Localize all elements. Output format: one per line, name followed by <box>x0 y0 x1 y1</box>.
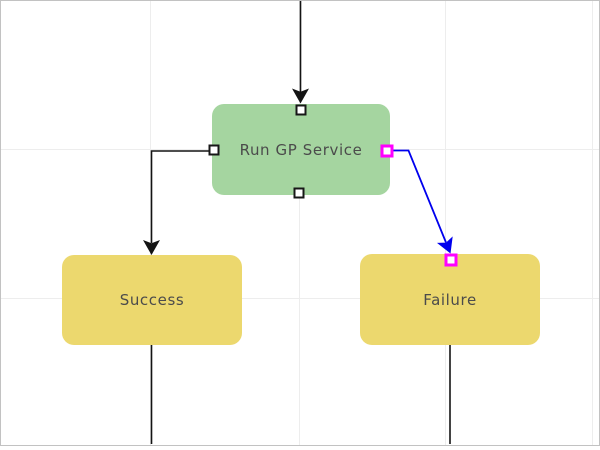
node-run-gp-service[interactable]: Run GP Service <box>212 104 390 195</box>
connection-handle-right-selected[interactable] <box>380 144 394 157</box>
connection-handle-top[interactable] <box>295 104 306 116</box>
connection-handle-bottom[interactable] <box>293 187 305 198</box>
connection-handle-left[interactable] <box>208 144 220 155</box>
edge-in-top[interactable] <box>292 1 309 104</box>
edge-to-failure[interactable] <box>390 149 458 257</box>
node-failure-label: Failure <box>423 290 477 309</box>
edge-to-success[interactable] <box>143 150 209 255</box>
node-success-label: Success <box>119 291 185 309</box>
connection-handle-failure-top-selected[interactable] <box>444 253 457 267</box>
node-success[interactable]: Success <box>62 255 242 345</box>
node-failure[interactable]: Failure <box>360 254 540 345</box>
node-run-gp-service-label: Run GP Service <box>239 140 363 159</box>
